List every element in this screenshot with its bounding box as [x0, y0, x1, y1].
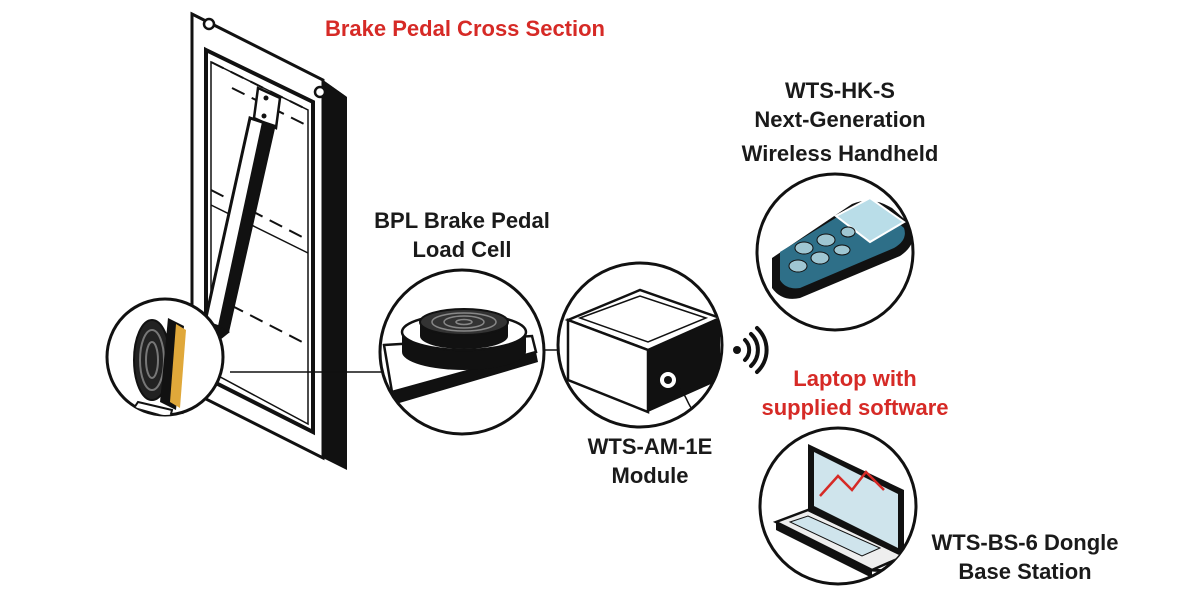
module-label: WTS-AM-1E Module — [587, 434, 713, 488]
handheld-label: WTS-HK-S Next-Generation Wireless Handhe… — [741, 78, 939, 166]
load-cell-label: BPL Brake Pedal Load Cell — [374, 208, 550, 262]
laptop-label: Laptop with supplied software — [761, 366, 949, 420]
laptop-icon — [758, 426, 918, 586]
dongle-label: WTS-BS-6 Dongle Base Station — [931, 530, 1119, 584]
brake-pedal-frame — [168, 11, 385, 470]
pedal-detail-icon — [105, 297, 225, 417]
handheld-device-icon — [755, 172, 915, 332]
diagram-title: Brake Pedal Cross Section — [324, 16, 605, 41]
module-box-icon — [556, 261, 724, 429]
load-cell-icon — [378, 268, 546, 436]
wireless-signal-icon — [733, 326, 769, 374]
